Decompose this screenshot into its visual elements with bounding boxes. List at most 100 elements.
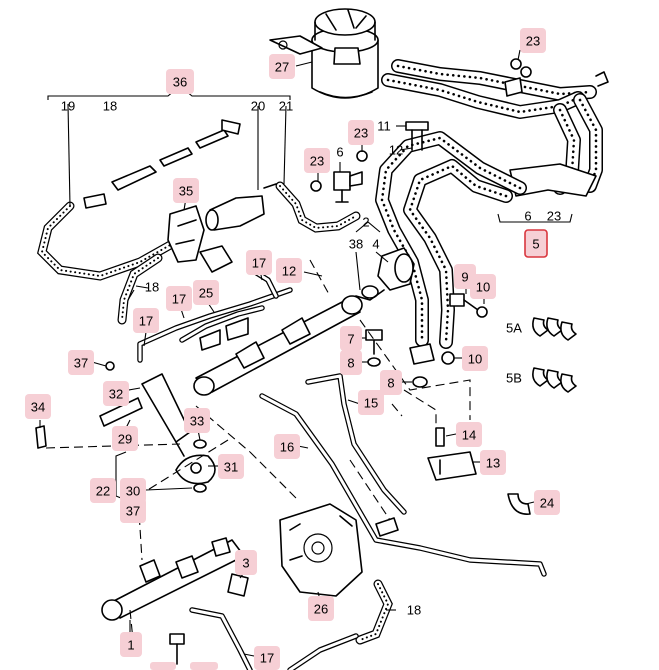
callout-cutoff-b (190, 662, 218, 670)
svg-text:12: 12 (282, 264, 296, 279)
callout-17-b[interactable]: 17 (166, 286, 192, 311)
svg-text:7: 7 (347, 332, 354, 347)
leader-lines (39, 49, 573, 657)
svg-text:29: 29 (118, 432, 132, 447)
callout-34[interactable]: 34 (25, 394, 51, 419)
svg-text:1: 1 (127, 638, 134, 653)
fuel-filter-housing (269, 8, 379, 99)
seal-31 (175, 439, 216, 493)
callout-24[interactable]: 24 (534, 490, 560, 515)
svg-text:17: 17 (252, 256, 266, 271)
injector-pipes (137, 267, 547, 577)
lower-lines (189, 579, 393, 670)
svg-text:14: 14 (462, 428, 476, 443)
callout-25[interactable]: 25 (193, 280, 219, 305)
svg-text:15: 15 (364, 396, 378, 411)
callout-17-c[interactable]: 17 (133, 308, 159, 333)
callout-10-b[interactable]: 10 (462, 346, 488, 371)
callout-35[interactable]: 35 (173, 178, 199, 203)
plain-labels: 19 18 20 21 11 6 12 6 23 2 38 4 18 5A 5B… (61, 99, 561, 618)
svg-text:17: 17 (172, 292, 186, 307)
fuel-filter-20 (167, 183, 277, 273)
label-18-left: 18 (145, 280, 159, 295)
callout-17-d[interactable]: 17 (254, 646, 280, 670)
callout-5-selected[interactable]: 5 (524, 229, 548, 258)
fuel-supply-lines (37, 119, 361, 325)
svg-text:17: 17 (139, 314, 153, 329)
label-11: 11 (377, 119, 391, 134)
callout-8-a[interactable]: 8 (340, 350, 362, 375)
callout-23-sensor-a[interactable]: 23 (348, 120, 374, 145)
svg-text:31: 31 (224, 460, 238, 475)
callout-12[interactable]: 12 (276, 258, 302, 283)
label-5A: 5A (506, 321, 522, 336)
svg-text:25: 25 (199, 286, 213, 301)
svg-text:10: 10 (476, 280, 490, 295)
callout-14[interactable]: 14 (456, 422, 482, 447)
svg-text:8: 8 (347, 356, 354, 371)
fuel-return-hoses (375, 59, 609, 349)
callout-23-sensor-b[interactable]: 23 (304, 148, 330, 173)
svg-text:9: 9 (461, 270, 468, 285)
svg-text:36: 36 (173, 75, 187, 90)
label-6: 6 (336, 145, 343, 160)
callout-27[interactable]: 27 (269, 54, 295, 79)
label-38: 38 (349, 237, 363, 252)
svg-text:10: 10 (468, 352, 482, 367)
label-21: 21 (279, 99, 293, 114)
label-4: 4 (372, 237, 379, 252)
svg-text:33: 33 (190, 414, 204, 429)
callout-23-top[interactable]: 23 (520, 28, 546, 53)
svg-text:3: 3 (242, 556, 249, 571)
callout-cutoff-a (150, 662, 176, 670)
svg-text:30: 30 (126, 484, 140, 499)
callout-33[interactable]: 33 (184, 408, 210, 433)
fuel-temperature-sender (333, 121, 429, 203)
svg-text:5: 5 (532, 237, 539, 252)
callout-32[interactable]: 32 (103, 381, 129, 406)
callout-labels: 27 23 36 23 23 35 17 12 9 10 17 25 17 7 … (25, 28, 560, 670)
hose-clamp-set (310, 58, 532, 192)
assembly-dashed-lines (45, 259, 471, 651)
callout-37-a[interactable]: 37 (68, 350, 94, 375)
callout-13[interactable]: 13 (480, 450, 506, 475)
svg-text:27: 27 (275, 60, 289, 75)
callout-29[interactable]: 29 (112, 426, 138, 451)
injector (35, 361, 191, 457)
callout-16[interactable]: 16 (274, 434, 300, 459)
svg-text:23: 23 (526, 34, 540, 49)
high-pressure-pump (279, 503, 399, 597)
callout-22[interactable]: 22 (90, 478, 116, 503)
callout-3[interactable]: 3 (235, 550, 257, 575)
callout-15[interactable]: 15 (358, 390, 384, 415)
label-2: 2 (362, 215, 369, 230)
svg-text:17: 17 (260, 651, 274, 666)
callout-31[interactable]: 31 (218, 454, 244, 479)
bracket-13 (427, 427, 477, 481)
svg-text:23: 23 (354, 126, 368, 141)
svg-text:13: 13 (486, 456, 500, 471)
fuel-rail-upper (193, 295, 363, 396)
label-20: 20 (251, 99, 265, 114)
svg-text:32: 32 (109, 387, 123, 402)
label-19: 19 (61, 99, 75, 114)
svg-text:24: 24 (540, 496, 554, 511)
callout-8-b[interactable]: 8 (380, 370, 402, 395)
label-12: 12 (389, 143, 403, 158)
svg-text:26: 26 (314, 602, 328, 617)
callout-26[interactable]: 26 (308, 596, 334, 621)
svg-text:37: 37 (74, 356, 88, 371)
svg-text:23: 23 (310, 154, 324, 169)
callout-7[interactable]: 7 (340, 326, 362, 351)
clip-5A (532, 317, 577, 341)
callout-37-b[interactable]: 37 (120, 498, 146, 523)
callout-17-a[interactable]: 17 (246, 250, 272, 275)
fuel-rail-lower (101, 537, 249, 665)
callout-30[interactable]: 30 (120, 478, 146, 503)
svg-text:35: 35 (179, 184, 193, 199)
callout-1[interactable]: 1 (120, 632, 142, 657)
callout-10-a[interactable]: 10 (470, 274, 496, 299)
callout-36[interactable]: 36 (166, 69, 194, 94)
clip-5B (532, 367, 577, 393)
